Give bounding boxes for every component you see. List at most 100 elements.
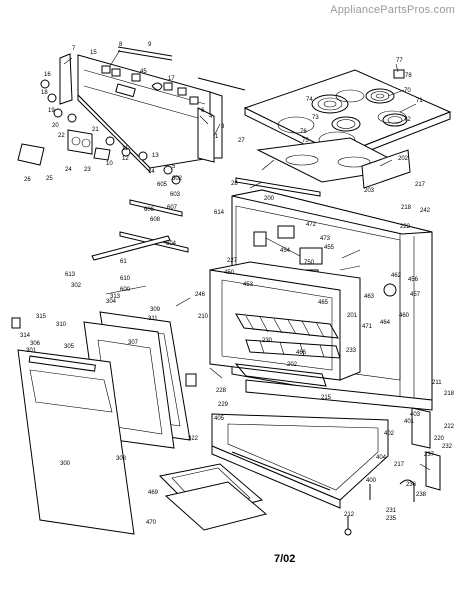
part-label-p7: 7 — [72, 46, 76, 52]
part-label-p75: 75 — [302, 138, 309, 144]
part-label-p3: 3 — [221, 124, 225, 130]
part-label-p614: 614 — [214, 210, 225, 216]
part-label-p22: 22 — [58, 133, 65, 139]
part-label-p450: 450 — [224, 270, 235, 276]
part-label-p70: 70 — [404, 88, 411, 94]
part-label-p310: 310 — [56, 322, 67, 328]
part-label-p602: 602 — [172, 176, 183, 182]
part-label-p603: 603 — [170, 192, 181, 198]
part-label-p71: 71 — [416, 98, 423, 104]
part-label-p15: 15 — [90, 50, 97, 56]
part-label-p222b: 222 — [444, 424, 455, 430]
oven-liner — [209, 261, 361, 381]
part-label-p456: 456 — [408, 277, 419, 283]
part-label-p313: 313 — [110, 294, 121, 300]
part-label-p460: 460 — [399, 313, 410, 319]
leveling-legs — [344, 484, 371, 536]
part-label-p26: 26 — [24, 177, 31, 183]
part-label-p72: 72 — [404, 117, 411, 123]
part-label-p750: 750 — [304, 260, 315, 266]
part-label-p463: 463 — [364, 294, 375, 300]
part-label-p230: 230 — [262, 338, 273, 344]
part-label-p473: 473 — [320, 236, 331, 242]
surface-elements — [311, 69, 408, 132]
part-label-p607: 607 — [167, 205, 178, 211]
part-label-p220: 220 — [434, 436, 445, 442]
part-label-p201: 201 — [347, 313, 358, 319]
part-label-p606: 606 — [144, 207, 155, 213]
part-label-p402: 402 — [384, 431, 395, 437]
part-label-p27: 27 — [238, 138, 245, 144]
drip-pans — [256, 137, 411, 189]
part-label-p238: 238 — [416, 492, 427, 498]
part-label-p18: 18 — [41, 90, 48, 96]
part-label-p8: 8 — [119, 42, 123, 48]
part-label-p74: 74 — [306, 97, 313, 103]
oven-racks — [235, 313, 341, 359]
part-label-p457: 457 — [410, 292, 421, 298]
part-label-p470: 470 — [146, 520, 157, 526]
part-label-p24: 24 — [65, 167, 72, 173]
part-label-p14: 14 — [148, 169, 155, 175]
part-label-p227: 227 — [227, 258, 238, 264]
part-label-p608: 608 — [150, 217, 161, 223]
part-label-p4: 4 — [209, 114, 213, 120]
part-label-p20: 20 — [52, 123, 59, 129]
trim-strip — [117, 46, 246, 91]
top-rails — [91, 177, 321, 261]
part-label-p322: 322 — [188, 436, 199, 442]
part-label-p315: 315 — [36, 314, 47, 320]
part-label-p237: 237 — [424, 452, 435, 458]
watermark: AppliancePartsPros.com — [330, 4, 455, 16]
part-label-p453: 453 — [243, 282, 254, 288]
control-panel — [77, 54, 223, 174]
part-label-p200: 200 — [264, 196, 275, 202]
part-label-p308: 308 — [116, 456, 127, 462]
part-label-p202b: 202 — [287, 362, 298, 368]
part-label-p19: 19 — [48, 108, 55, 114]
anti-tip-bracket — [399, 407, 441, 502]
part-label-p464: 464 — [380, 320, 391, 326]
part-label-p217: 217 — [415, 182, 426, 188]
part-label-p469: 469 — [148, 490, 159, 496]
part-label-p10: 10 — [106, 161, 113, 167]
part-label-p61: 61 — [120, 259, 127, 265]
part-label-p309: 309 — [150, 307, 161, 313]
leader-lines — [63, 49, 431, 471]
part-label-p466: 466 — [296, 350, 307, 356]
part-label-p5: 5 — [172, 164, 176, 170]
part-label-p222: 222 — [400, 224, 411, 230]
part-label-p73: 73 — [312, 115, 319, 121]
part-label-p604: 604 — [166, 241, 177, 247]
revision-date: 7/02 — [274, 553, 296, 565]
part-label-p229: 229 — [218, 402, 229, 408]
part-label-p23: 23 — [84, 167, 91, 173]
part-label-p6: 6 — [201, 108, 205, 114]
door-hinge — [11, 317, 197, 387]
part-label-p76: 76 — [300, 129, 307, 135]
part-label-p314: 314 — [20, 333, 31, 339]
part-label-p45: 45 — [140, 69, 147, 75]
part-label-p235: 235 — [386, 516, 397, 522]
part-label-p311: 311 — [148, 316, 158, 322]
part-label-p246: 246 — [195, 292, 206, 298]
part-label-p231: 231 — [386, 508, 397, 514]
control-knobs — [40, 79, 181, 185]
end-cap-left — [59, 53, 73, 105]
part-label-p228: 228 — [216, 388, 227, 394]
part-label-p28: 28 — [231, 181, 238, 187]
storage-drawer — [211, 413, 389, 509]
part-label-p77: 77 — [396, 58, 403, 64]
part-label-p462: 462 — [391, 273, 402, 279]
part-label-p400: 400 — [366, 478, 377, 484]
part-label-p217b: 217 — [394, 462, 405, 468]
part-label-p21: 21 — [92, 127, 99, 133]
part-label-p610: 610 — [120, 276, 131, 282]
part-label-p202: 202 — [398, 156, 409, 162]
part-label-p210: 210 — [198, 314, 209, 320]
part-label-p454: 454 — [280, 248, 291, 254]
part-label-p455: 455 — [324, 245, 335, 251]
bake-element — [234, 363, 327, 387]
part-label-p11: 11 — [122, 146, 129, 152]
